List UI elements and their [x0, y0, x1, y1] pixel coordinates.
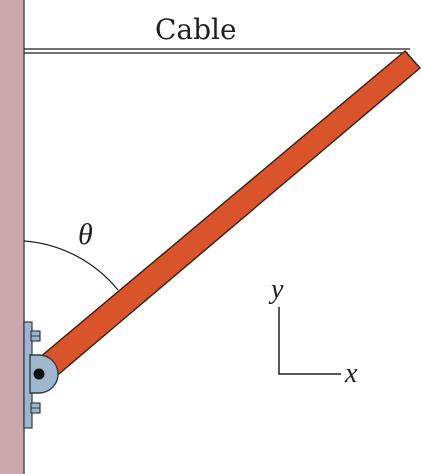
angle-arc — [23, 240, 119, 291]
cable — [24, 48, 410, 54]
wall — [0, 0, 24, 474]
hinge-joint — [29, 354, 59, 394]
angle-label: θ — [78, 218, 93, 251]
cable-label: Cable — [155, 13, 237, 46]
axis-x-label: x — [344, 358, 358, 389]
hinge-pin-icon — [33, 368, 45, 380]
axis-y-label: y — [268, 274, 284, 305]
axes-lines — [278, 307, 341, 375]
coordinate-axes: y x — [268, 274, 358, 389]
